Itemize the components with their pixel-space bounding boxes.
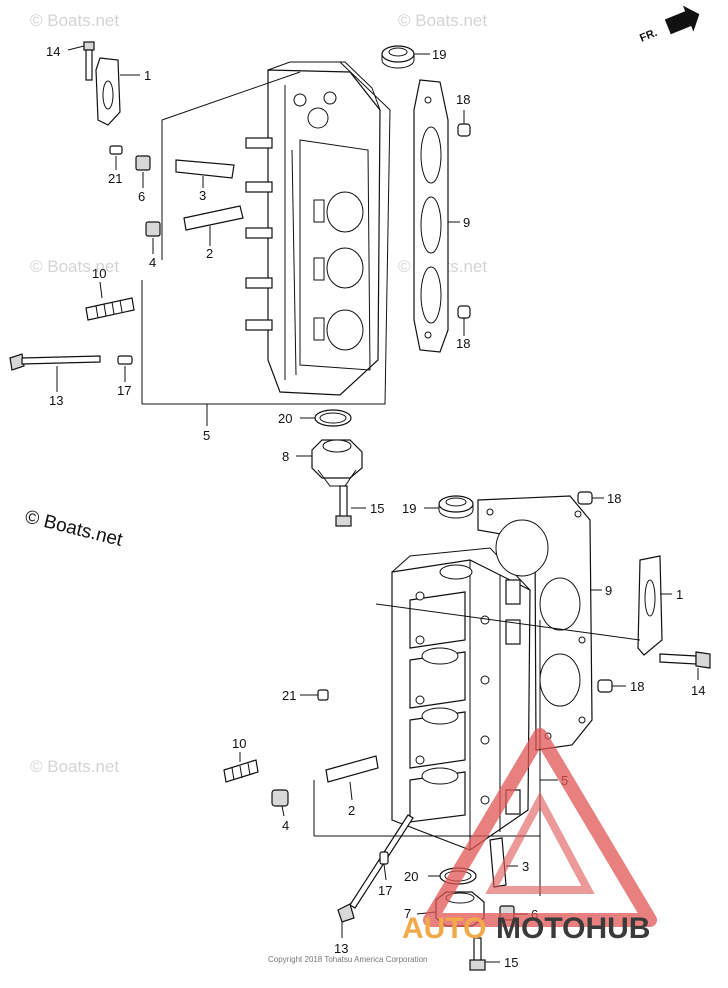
callout-top-1: 1 (144, 68, 151, 83)
dowel-18-top-b (457, 305, 471, 319)
oil-seal-19-bottom (438, 495, 474, 519)
pin-17-top (117, 355, 133, 365)
callout-top-13: 13 (49, 393, 63, 408)
dowel-18-top-a (457, 123, 471, 137)
stud-10-bottom (223, 759, 259, 783)
pin-21-bottom (317, 689, 329, 701)
bracket-top (95, 57, 121, 126)
head-gasket-bottom (477, 495, 593, 751)
dowel-18-bottom-b (597, 679, 613, 693)
bracket-bottom (637, 555, 663, 656)
top-cylinder-head (245, 61, 381, 396)
valve-guide-2-top (183, 205, 244, 231)
callout-bottom-1: 1 (676, 587, 683, 602)
callout-top-20: 20 (278, 411, 292, 426)
callout-bottom-2: 2 (348, 803, 355, 818)
callout-bottom-18a: 18 (607, 491, 621, 506)
callout-bottom-7: 7 (404, 906, 411, 921)
callouts-top: 14 1 19 18 21 6 3 2 9 4 10 18 13 17 5 20… (46, 44, 470, 516)
bolt-13-top (9, 353, 101, 371)
callout-top-15: 15 (370, 501, 384, 516)
callout-top-17: 17 (117, 383, 131, 398)
callout-bottom-14: 14 (691, 683, 705, 698)
callout-top-4: 4 (149, 255, 156, 270)
callouts-bottom: 19 18 9 1 14 18 21 10 5 2 4 3 20 17 7 6 … (232, 491, 705, 970)
callout-bottom-10: 10 (232, 736, 246, 751)
bolt-15-top (335, 485, 352, 527)
plug-4-bottom (271, 789, 289, 807)
callout-bottom-4: 4 (282, 818, 289, 833)
callout-bottom-20: 20 (404, 869, 418, 884)
dowel-18-bottom-a (577, 491, 593, 505)
leader-lines-bottom (239, 497, 699, 963)
callout-top-19: 19 (432, 47, 446, 62)
plug-6-top (135, 155, 151, 171)
callout-top-6: 6 (138, 189, 145, 204)
plug-4-top (145, 221, 161, 237)
callout-top-3: 3 (199, 188, 206, 203)
watermark-3: © Boats.net (30, 257, 119, 276)
callout-top-18a: 18 (456, 92, 470, 107)
automotohub-logo: AUTO MOTOHUB (402, 728, 657, 945)
watermark-5: © Boats.net (30, 757, 119, 776)
valve-guide-3-top (175, 159, 235, 179)
bolt-15-bottom (469, 937, 486, 971)
callout-bottom-13: 13 (334, 941, 348, 956)
callout-bottom-17: 17 (378, 883, 392, 898)
stud-10-top (85, 297, 135, 321)
bottom-cylinder-head (391, 547, 531, 851)
callout-bottom-15: 15 (504, 955, 518, 970)
leader-lines-top (56, 45, 465, 509)
oil-seal-19-top (381, 45, 415, 69)
callout-top-2: 2 (206, 246, 213, 261)
callout-top-5: 5 (203, 428, 210, 443)
housing-8-top (311, 439, 363, 487)
bolt-14-bottom (659, 651, 711, 669)
callout-bottom-18b: 18 (630, 679, 644, 694)
bolt-14-top (83, 41, 95, 81)
callout-bottom-3: 3 (522, 859, 529, 874)
callout-top-18b: 18 (456, 336, 470, 351)
callout-top-8: 8 (282, 449, 289, 464)
head-gasket-top (413, 79, 449, 353)
fr-label: FR. (638, 27, 659, 45)
assembly-5-bracket-top (142, 61, 391, 405)
copyright-text: Copyright 2018 Tohatsu America Corporati… (268, 955, 428, 964)
callout-top-9: 9 (463, 215, 470, 230)
callout-bottom-21: 21 (282, 688, 296, 703)
callout-top-14: 14 (46, 44, 60, 59)
bolt-13-bottom (337, 814, 414, 923)
watermark-main: © Boats.net (23, 506, 125, 551)
valve-guide-2-bottom (325, 755, 379, 783)
watermark-2: © Boats.net (398, 11, 487, 30)
pin-17-bottom (379, 851, 389, 865)
front-direction-arrow: FR. (638, 5, 700, 45)
callout-top-21: 21 (108, 171, 122, 186)
callout-bottom-9: 9 (605, 583, 612, 598)
callout-top-10: 10 (92, 266, 106, 281)
watermark-1: © Boats.net (30, 11, 119, 30)
logo-text-auto: AUTO (402, 912, 486, 945)
callout-bottom-19: 19 (402, 501, 416, 516)
logo-text-motohub: MOTOHUB (496, 912, 650, 945)
pin-21-top (109, 145, 123, 155)
